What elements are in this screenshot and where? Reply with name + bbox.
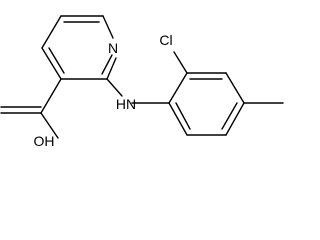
- pyridine-ring: [41, 15, 117, 80]
- ring-nitrogen-label: N: [108, 40, 118, 56]
- bond-aryl-chlorine: [173, 51, 188, 74]
- chlorine-label: Cl: [159, 32, 172, 48]
- structure-svg: N Cl HN OH: [0, 15, 284, 149]
- substituents: [173, 51, 284, 104]
- bond-c2-nh: [106, 78, 123, 97]
- bond-a6-a1: [168, 102, 188, 136]
- bond-c4-c3: [41, 47, 62, 80]
- bond-c4-c3-inner: [48, 47, 65, 74]
- bond-a6-a1-inner: [175, 102, 191, 130]
- bond-c2-n1: [106, 57, 117, 80]
- bond-c2-n1-inner: [101, 54, 113, 75]
- bond-c3-carboxyl: [40, 78, 62, 114]
- chemical-structure-diagram: N Cl HN OH: [0, 15, 284, 149]
- bond-c5-c4: [41, 15, 62, 49]
- bond-carboxyl-hydroxyl: [40, 112, 59, 139]
- bond-a3-a4: [225, 72, 245, 104]
- bond-a4-a5: [225, 102, 245, 136]
- aryl-ring: [168, 72, 245, 136]
- amine-label: HN: [116, 96, 136, 112]
- hydroxyl-label: OH: [34, 133, 55, 149]
- bond-a1-a2: [168, 72, 188, 104]
- bond-a4-a5-inner: [221, 102, 238, 130]
- amine-linker: [106, 78, 170, 104]
- bond-n1-c6: [102, 15, 114, 39]
- carboxylic-acid-group: [0, 78, 62, 139]
